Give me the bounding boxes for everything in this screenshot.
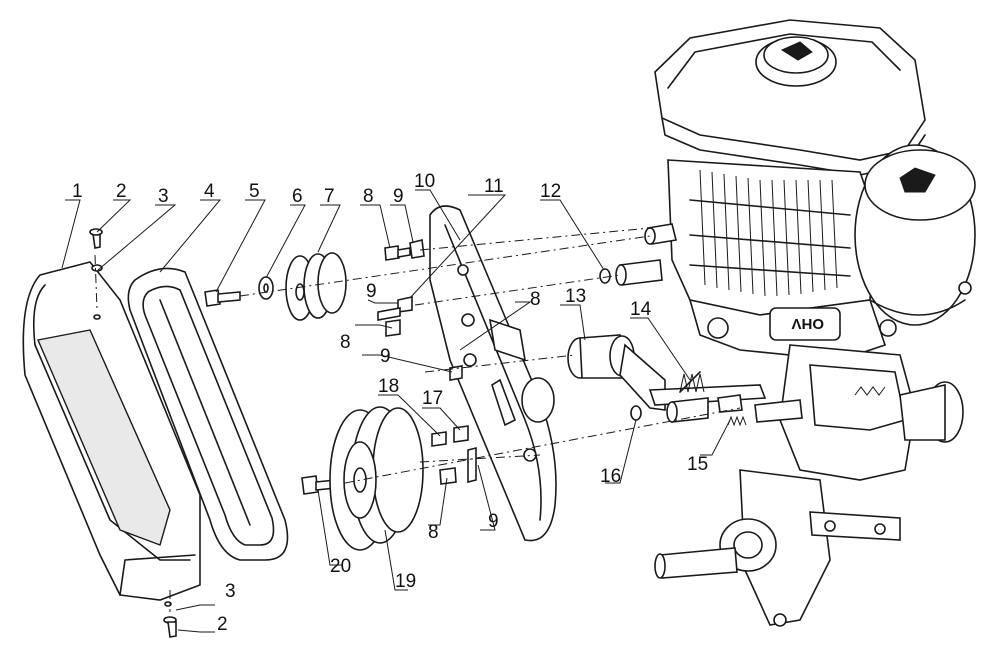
v-belt [127, 267, 289, 561]
callout-19: 19 [395, 571, 416, 592]
callout-9c: 9 [380, 346, 391, 367]
callout-18: 18 [378, 376, 399, 397]
hardware [89, 228, 663, 638]
callout-5: 5 [249, 181, 260, 202]
callout-8: 8 [363, 186, 374, 207]
callout-8d: 8 [428, 522, 439, 543]
callout-2: 2 [116, 181, 127, 202]
engine-badge: OHV [791, 315, 824, 332]
callout-13: 13 [565, 286, 586, 307]
callout-8b: 8 [530, 289, 541, 310]
callout-12: 12 [540, 181, 561, 202]
callout-15: 15 [687, 454, 708, 475]
gearbox [654, 344, 964, 627]
callout-3b: 3 [225, 581, 236, 602]
mount-plate [429, 205, 557, 542]
callout-16: 16 [600, 466, 621, 487]
callout-14: 14 [630, 299, 652, 320]
callout-20: 20 [330, 556, 351, 577]
callout-9: 9 [393, 186, 404, 207]
spring-icon [679, 371, 705, 393]
callout-2b: 2 [217, 614, 228, 635]
callout-9d: 9 [488, 511, 499, 532]
callout-10: 10 [414, 171, 435, 192]
callout-8c: 8 [340, 332, 351, 353]
callout-11: 11 [484, 176, 504, 197]
driven-pulley [329, 406, 424, 551]
callout-9b: 9 [366, 281, 377, 302]
spring-icon-small [717, 394, 803, 427]
idler-shaft [630, 397, 709, 423]
callout-4: 4 [204, 181, 215, 202]
callout-7: 7 [324, 186, 335, 207]
engine: OHV [644, 19, 976, 361]
callout-1: 1 [72, 181, 83, 202]
belt-cover [22, 261, 201, 601]
leader-lines [61, 189, 731, 633]
tensioner-arm [567, 334, 767, 411]
callout-6: 6 [292, 186, 303, 207]
callouts: 1 2 3 4 5 6 7 8 9 10 11 12 13 14 15 16 1… [72, 171, 708, 635]
callout-17: 17 [422, 388, 443, 409]
callout-3: 3 [158, 186, 169, 207]
